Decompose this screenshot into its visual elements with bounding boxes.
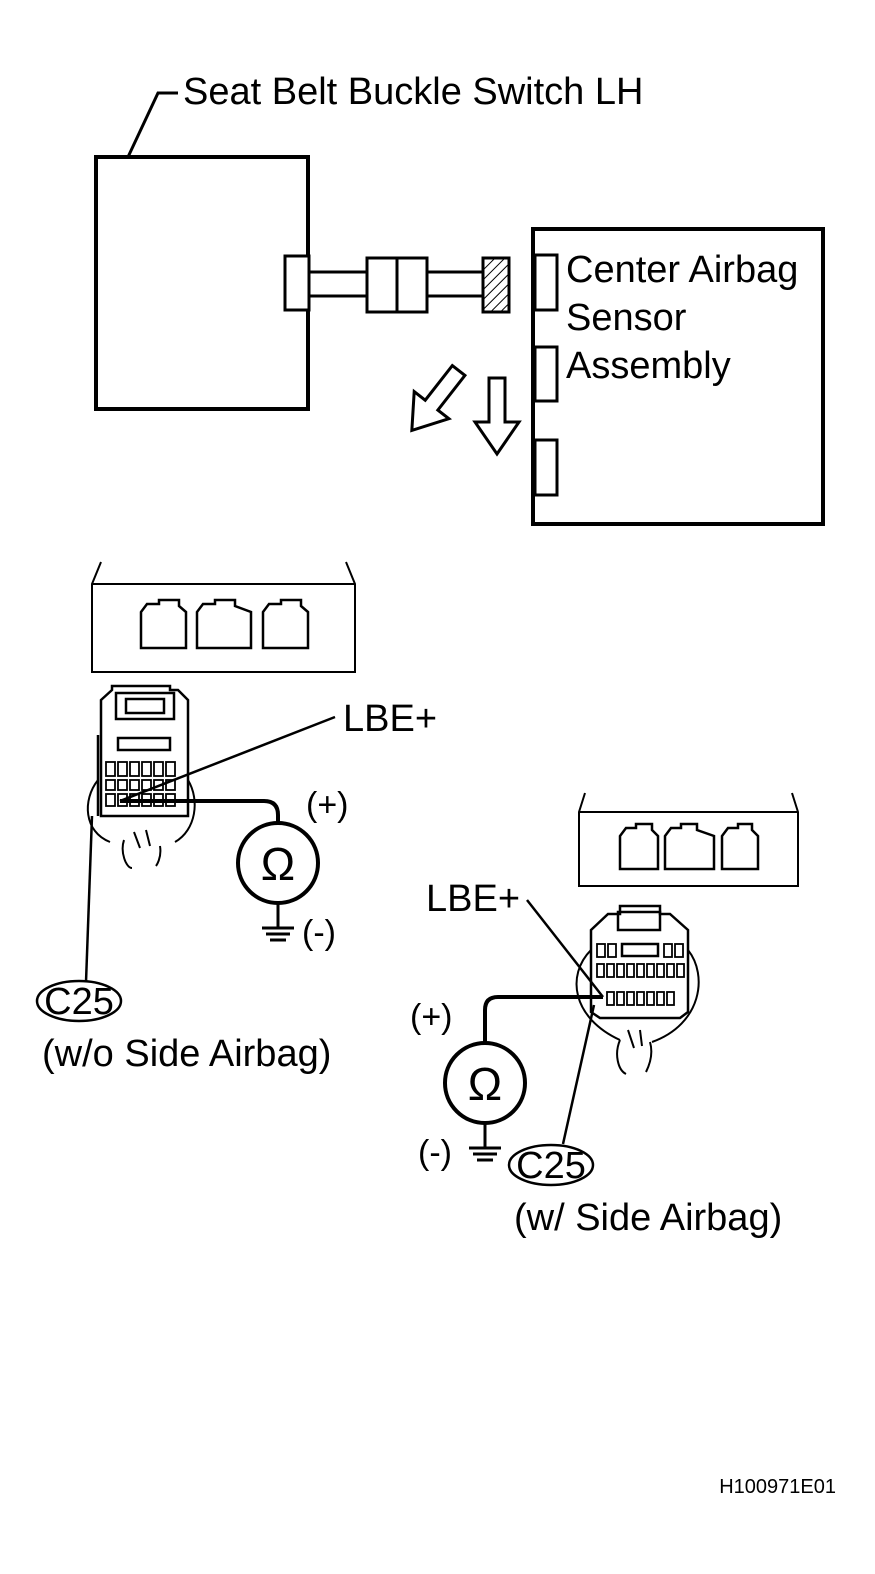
wire-harness [307, 256, 485, 314]
right-ground-icon [469, 1123, 501, 1162]
switch-label-leader [126, 91, 178, 158]
sensor-label-line1: Center Airbag [566, 249, 798, 291]
seat-belt-buckle-switch-box [94, 155, 310, 411]
left-sensor-connector-slots [139, 598, 310, 650]
disconnected-connector-hatched [481, 256, 511, 314]
sensor-connector-ports [533, 253, 559, 497]
switch-connector-port [283, 254, 311, 312]
arrow-down-icon [472, 376, 522, 457]
right-leader-lines [526, 899, 604, 1145]
arrow-down-left-icon [410, 363, 468, 433]
left-minus-label: (-) [302, 914, 336, 952]
left-sensor-connector-body [91, 561, 356, 673]
right-minus-label: (-) [418, 1134, 452, 1172]
right-harness-connector [589, 904, 690, 1020]
center-airbag-sensor-box [531, 227, 825, 526]
left-leader-lines [84, 715, 336, 983]
right-sensor-connector-body [578, 792, 799, 887]
left-ground-icon [262, 903, 294, 942]
left-connector-code-circle [35, 979, 123, 1023]
left-terminal-label: LBE+ [343, 698, 437, 740]
sensor-label-line3: Assembly [566, 345, 731, 387]
left-variant-label: (w/o Side Airbag) [42, 1033, 331, 1075]
sensor-label-line2: Sensor [566, 297, 687, 339]
left-connector-code: C25 [44, 981, 114, 1023]
left-wire-bundle [86, 779, 196, 869]
left-plus-label: (+) [306, 786, 349, 824]
right-variant-label: (w/ Side Airbag) [514, 1197, 782, 1239]
right-ohm-symbol: Ω [468, 1058, 502, 1110]
right-ohmmeter-probe-wire [483, 995, 603, 1044]
right-sensor-connector-slots [618, 822, 760, 871]
left-harness-connector [96, 684, 190, 818]
right-plus-label: (+) [410, 998, 453, 1036]
right-connector-code-circle [507, 1143, 595, 1187]
figure-code: H100971E01 [719, 1476, 836, 1498]
left-ohm-symbol: Ω [261, 838, 295, 890]
right-connector-code: C25 [516, 1145, 586, 1187]
left-ohmmeter-probe-wire [120, 799, 280, 824]
right-terminal-label: LBE+ [426, 878, 520, 920]
switch-label: Seat Belt Buckle Switch LH [183, 71, 643, 113]
